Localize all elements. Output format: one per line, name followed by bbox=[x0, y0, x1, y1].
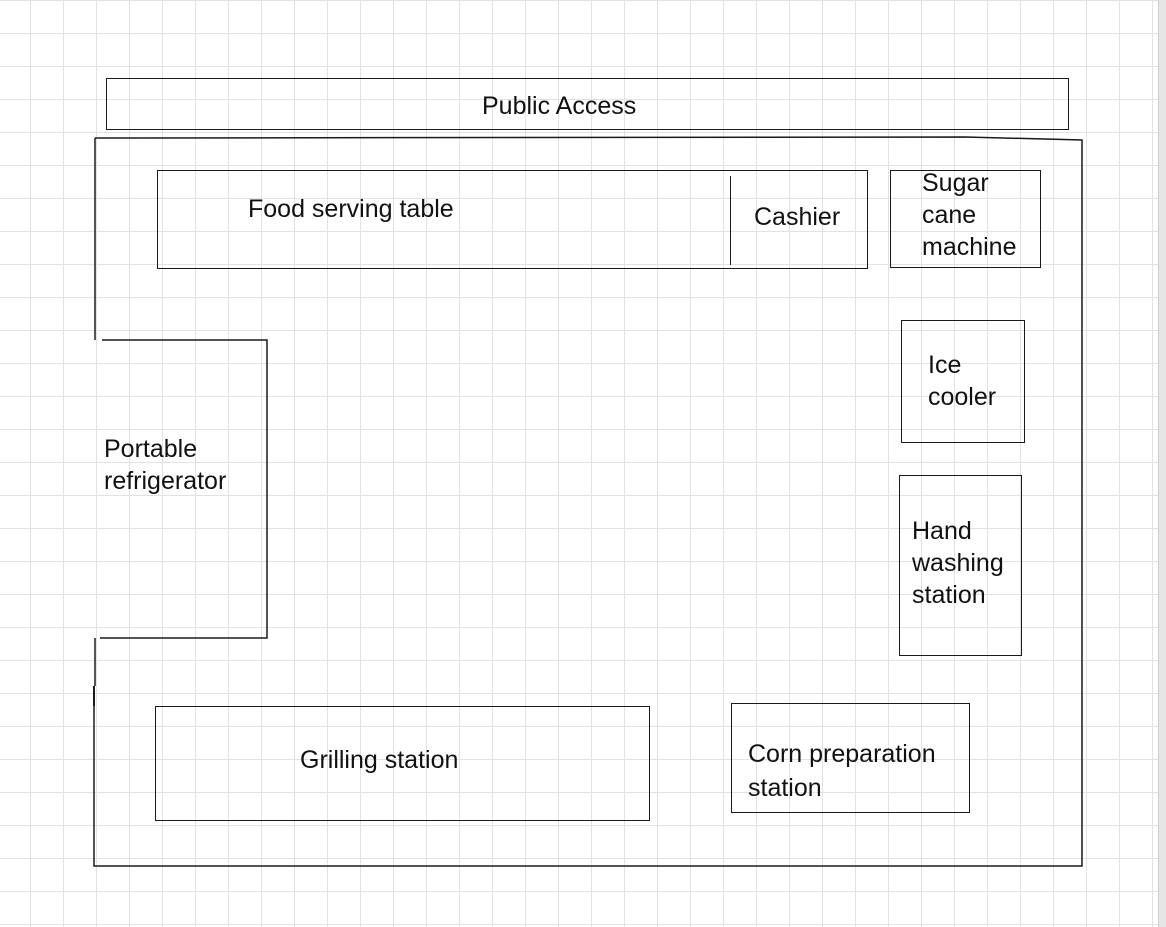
ice-cooler-box bbox=[901, 320, 1025, 443]
food-serving-table-label: Food serving table bbox=[248, 195, 454, 223]
portable-refrigerator-label-line1: Portable bbox=[104, 435, 198, 463]
cashier-divider bbox=[730, 176, 731, 265]
public-access-label: Public Access bbox=[482, 92, 637, 120]
hand-washing-station-label-line2: washing bbox=[912, 549, 1004, 577]
sugar-cane-machine-label-line3: machine bbox=[922, 233, 1017, 261]
corn-preparation-station-label-line2: station bbox=[748, 774, 822, 802]
sugar-cane-machine-label-line1: Sugar bbox=[922, 169, 989, 197]
portable-refrigerator-outline bbox=[100, 339, 268, 639]
grilling-station-box bbox=[155, 706, 650, 821]
corn-preparation-station-box bbox=[731, 703, 970, 813]
hand-washing-station-label-line1: Hand bbox=[912, 517, 972, 545]
hand-washing-station-label-line3: station bbox=[912, 581, 986, 609]
food-serving-table-box bbox=[157, 170, 868, 269]
corn-preparation-station-label-line1: Corn preparation bbox=[748, 740, 936, 768]
portable-refrigerator-label-line2: refrigerator bbox=[104, 467, 227, 495]
sugar-cane-machine-box bbox=[890, 170, 1041, 268]
ice-cooler-label-line1: Ice bbox=[928, 351, 962, 379]
public-access-box bbox=[106, 78, 1069, 130]
cashier-label: Cashier bbox=[754, 203, 841, 231]
ice-cooler-label-line2: cooler bbox=[928, 383, 997, 411]
booth-boundary-line bbox=[93, 136, 1083, 867]
grilling-station-label: Grilling station bbox=[300, 746, 459, 774]
sugar-cane-machine-label-line2: cane bbox=[922, 201, 977, 229]
window-right-edge bbox=[1158, 0, 1166, 927]
hand-washing-station-box bbox=[899, 475, 1022, 656]
